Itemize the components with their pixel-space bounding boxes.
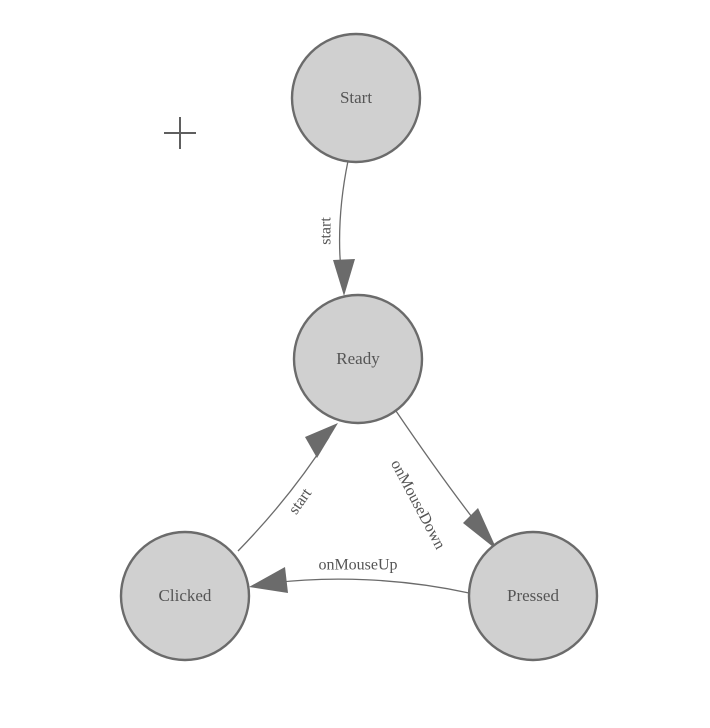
edge-start-to-ready[interactable]: start [318,160,355,296]
edge-start-to-ready-arrowhead [333,259,355,296]
edge-ready-to-pressed-arrowhead [463,508,497,550]
edge-label-start-to-ready: start [318,217,335,245]
node-clicked[interactable]: Clicked [119,530,251,662]
node-ready-circle[interactable] [292,293,424,425]
edge-label-clicked-to-ready: start [285,485,315,518]
node-start[interactable]: Start [290,32,422,164]
edge-clicked-to-ready[interactable]: start [237,423,338,552]
node-pressed[interactable]: Pressed [467,530,599,662]
node-clicked-circle[interactable] [119,530,251,662]
edge-ready-to-pressed[interactable]: onMouseDown [387,410,497,552]
crosshair-icon[interactable] [164,117,196,149]
edge-pressed-to-clicked[interactable]: onMouseUp [249,557,470,594]
edge-label-ready-to-pressed: onMouseDown [387,457,448,552]
edge-pressed-to-clicked-path[interactable] [271,578,470,594]
node-pressed-circle[interactable] [467,530,599,662]
node-start-circle[interactable] [290,32,422,164]
edge-pressed-to-clicked-arrowhead [249,567,288,593]
node-ready[interactable]: Ready [292,293,424,425]
edge-label-pressed-to-clicked: onMouseUp [318,557,397,574]
edge-clicked-to-ready-arrowhead [305,423,338,458]
